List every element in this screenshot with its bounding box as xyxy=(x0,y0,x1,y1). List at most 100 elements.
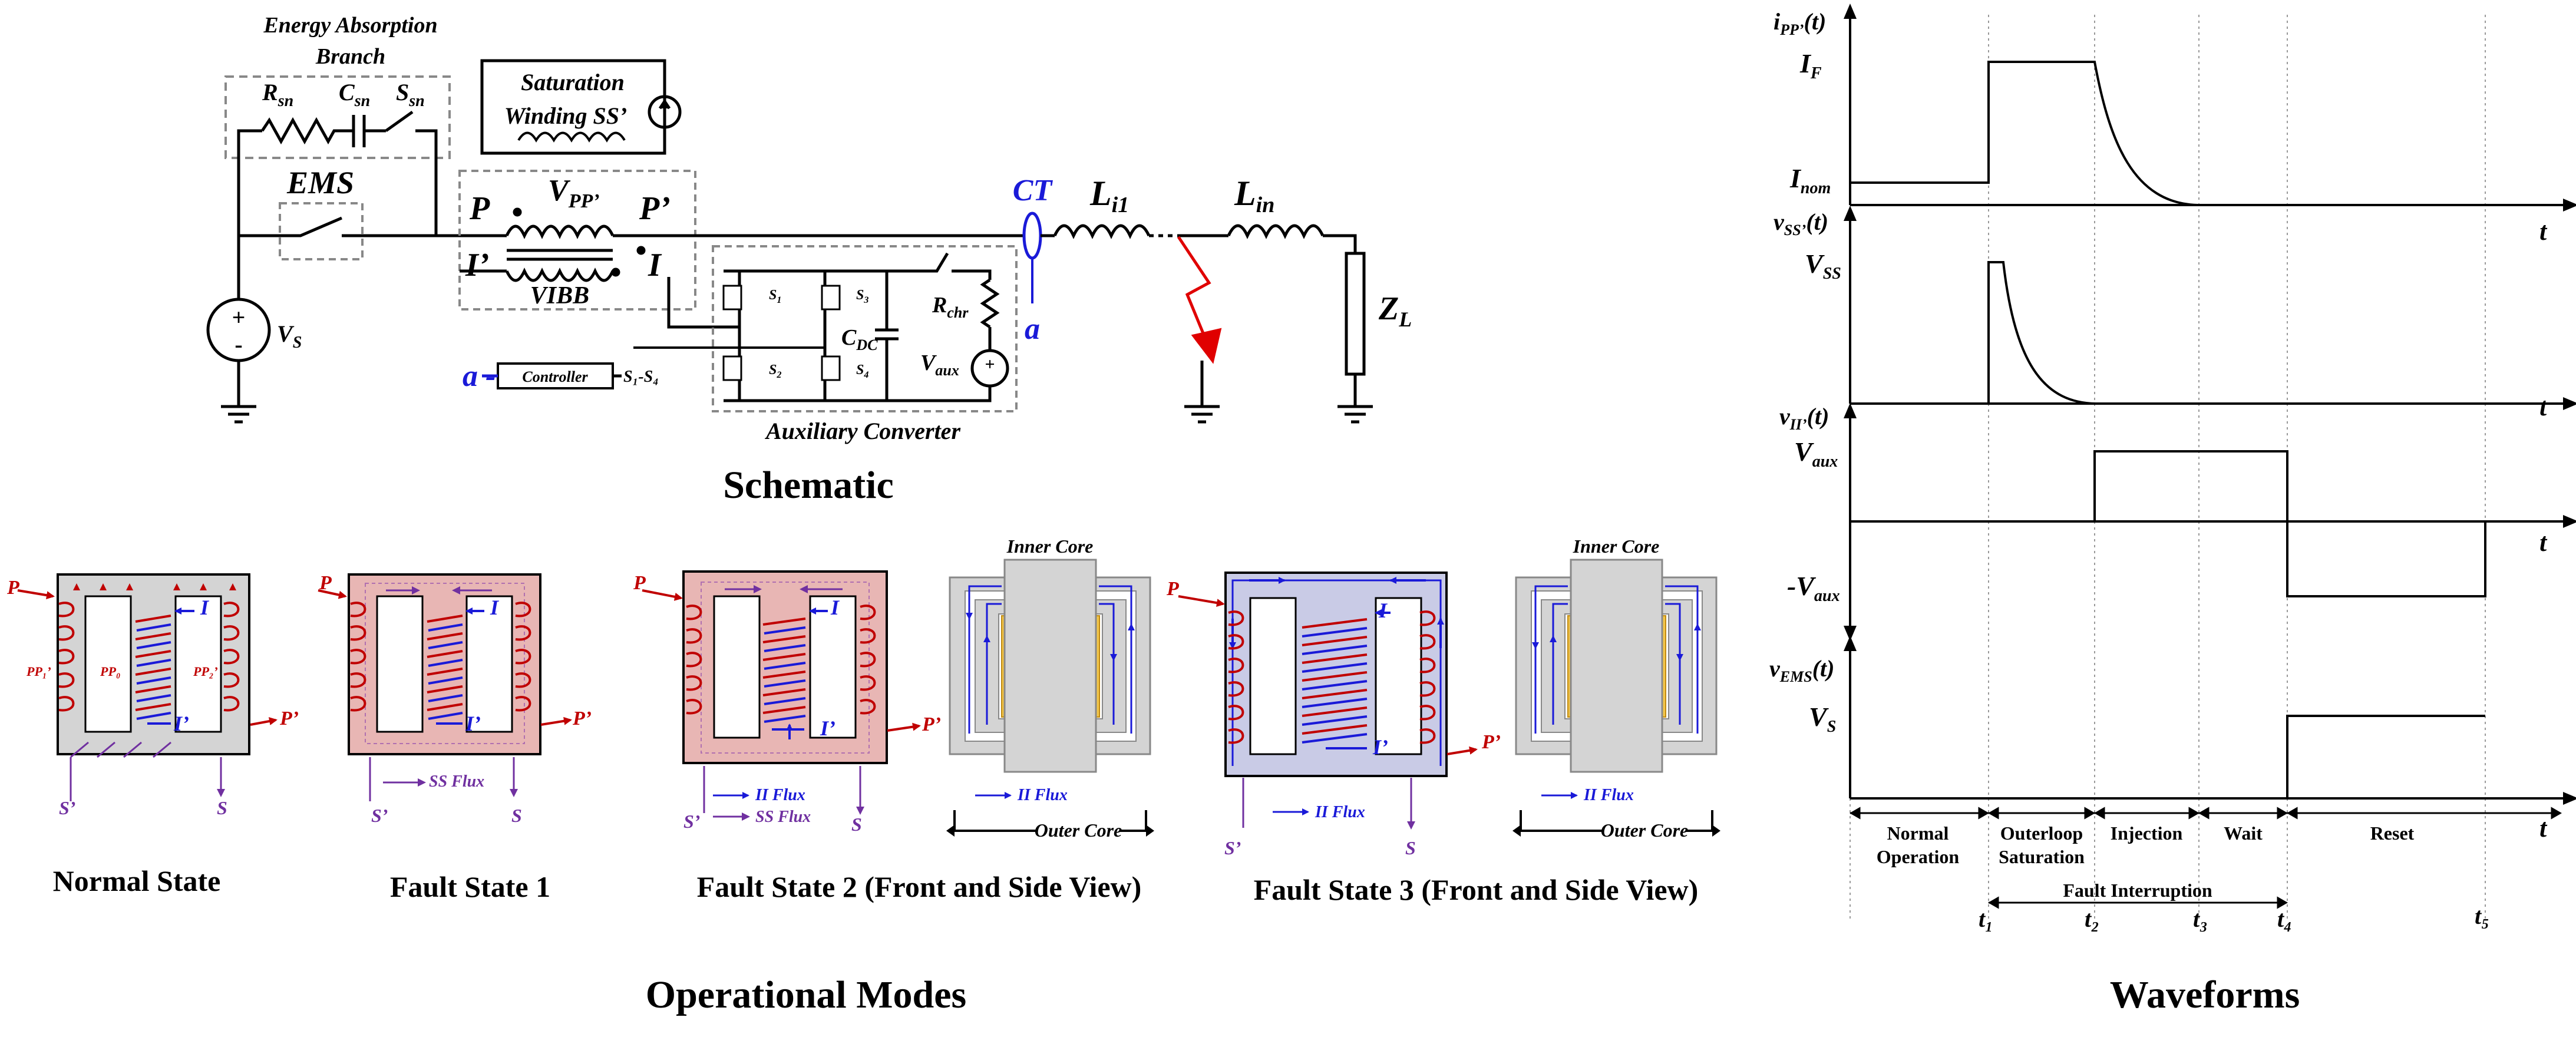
t-axis-2: t xyxy=(2539,392,2548,421)
label-s4: S4 xyxy=(856,362,868,380)
fs3-side-view: Inner Core II Flux Outer Core xyxy=(1512,536,1720,841)
trace-vii xyxy=(1850,450,2486,597)
label-ct: CT xyxy=(1013,174,1053,207)
normal-p: P xyxy=(6,577,19,599)
ground-symbol xyxy=(1184,405,1220,424)
time-t4: t₄ xyxy=(2277,906,2292,932)
label-ssn: Ssn xyxy=(396,79,425,110)
interval-wait: Wait xyxy=(2224,823,2263,844)
fs2-side-view: Inner Core II Flux Outer Core xyxy=(946,536,1154,841)
vs-minus: - xyxy=(235,331,242,358)
interval-injection: Injection xyxy=(2111,823,2183,844)
energy-branch-box xyxy=(224,75,451,159)
fs2-s: S xyxy=(851,814,862,835)
t-axis-3: t xyxy=(2539,528,2548,557)
label-s3: S3 xyxy=(856,288,868,305)
label-p: P xyxy=(469,190,490,227)
trace-vems xyxy=(1850,715,2485,800)
ems-box xyxy=(279,202,364,260)
vibb-box xyxy=(458,170,696,311)
schematic xyxy=(206,59,1373,424)
energy-branch-title-1: Energy Absorption xyxy=(263,13,437,38)
label-vibb: VIBB xyxy=(530,282,589,309)
mode-fault-state-2: P P’ I I’ S’ S II Flux SS Flux xyxy=(633,536,1154,841)
fs2-inner-core: Inner Core xyxy=(1006,536,1094,557)
mode-fault-state-3: P P’ I I’ S’ S II Flux xyxy=(1166,536,1720,858)
winding-pp xyxy=(505,224,615,239)
label-cdc: CDC xyxy=(841,325,878,354)
interval-labels: Normal Operation Outerloop Saturation In… xyxy=(1877,823,2415,1016)
label-if: IF xyxy=(1799,48,1822,82)
label-rchr: Rchr xyxy=(932,293,969,321)
label-zl: ZL xyxy=(1378,290,1412,331)
ground-symbol xyxy=(221,405,256,424)
t-axis-1: t xyxy=(2539,217,2548,246)
interval-outerloop-2: Saturation xyxy=(1999,846,2085,867)
label-neg-vaux-level: -Vaux xyxy=(1787,571,1840,605)
time-t2: t₂ xyxy=(2085,906,2099,932)
fs1-i-prime: I’ xyxy=(465,712,481,735)
fs2-p-prime: P’ xyxy=(922,714,941,735)
label-li1: Li1 xyxy=(1089,174,1129,217)
current-transformer-ct xyxy=(1022,212,1042,260)
inductor-li1 xyxy=(1053,224,1151,239)
label-csn: Csn xyxy=(339,79,370,110)
fs3-inner-core: Inner Core xyxy=(1573,536,1660,557)
waveforms-caption: Waveforms xyxy=(2110,973,2300,1016)
label-vss-level: VSS xyxy=(1805,249,1841,283)
fs1-s: S xyxy=(511,805,522,826)
vs-plus: + xyxy=(232,304,246,331)
ground-symbol xyxy=(1337,405,1373,424)
time-t1: t₁ xyxy=(1979,906,1993,932)
normal-s-prime: S’ xyxy=(59,797,75,818)
label-inom: Inom xyxy=(1789,163,1831,197)
normal-s: S xyxy=(217,797,227,818)
fault-interruption-label: Fault Interruption xyxy=(2063,880,2212,901)
label-vaux-level: Vaux xyxy=(1794,437,1838,471)
label-p-prime: P’ xyxy=(639,190,671,227)
fs3-s-prime: S’ xyxy=(1224,837,1241,858)
label-aux-converter: Auxiliary Converter xyxy=(764,418,960,444)
fs1-p-prime: P’ xyxy=(572,708,592,729)
time-t5: t₅ xyxy=(2475,903,2489,929)
fs3-i: I xyxy=(1378,599,1388,622)
normal-p-prime: P’ xyxy=(279,708,299,729)
caption-normal: Normal State xyxy=(53,864,221,897)
ems-switch xyxy=(289,216,342,237)
interval-reset: Reset xyxy=(2370,823,2415,844)
label-controller-out: S₁-S₄ xyxy=(623,368,659,386)
resistor-rchr xyxy=(980,278,1000,329)
label-a: a xyxy=(1025,312,1040,346)
label-vpp: VPP’ xyxy=(548,174,600,212)
waveforms xyxy=(1844,4,2576,919)
label-vs-level: VS xyxy=(1809,702,1836,736)
normal-pp1: PP₁’ xyxy=(26,664,51,679)
waveform-labels: iPP’(t) IF Inom vSS’(t) VSS vII’(t) Vaux… xyxy=(1769,8,2548,932)
normal-pp0: PP₀ xyxy=(100,664,121,679)
label-vii: vII’(t) xyxy=(1779,403,1829,433)
caption-fault2: Fault State 2 (Front and Side View) xyxy=(697,870,1142,903)
label-controller: Controller xyxy=(522,368,588,385)
energy-branch-title-2: Branch xyxy=(315,44,385,69)
fs3-s: S xyxy=(1405,837,1416,858)
switch-s1 xyxy=(722,285,742,311)
t-axis-4: t xyxy=(2539,814,2548,843)
time-t3: t₃ xyxy=(2193,906,2208,932)
fs1-i: I xyxy=(490,596,500,619)
fs3-side-ii-flux: II Flux xyxy=(1583,786,1634,804)
fs2-side-ii-flux: II Flux xyxy=(1017,786,1068,804)
source-signs: + - + xyxy=(232,304,995,374)
fs1-ss-flux: SS Flux xyxy=(429,772,484,791)
fs1-p: P xyxy=(319,572,332,594)
mode-captions: Normal State Fault State 1 Fault State 2… xyxy=(53,864,1699,1016)
mode-normal-state: P P’ I I’ S’ S PP₁’ PP₀ PP₂’ xyxy=(6,573,299,818)
normal-i: I xyxy=(200,596,210,619)
fs2-i: I xyxy=(830,596,840,619)
schematic-caption: Schematic xyxy=(723,464,894,507)
fs2-ii-flux: II Flux xyxy=(755,786,805,804)
fs2-ss-flux: SS Flux xyxy=(755,808,811,826)
fs3-p: P xyxy=(1166,578,1179,600)
fs2-s-prime: S’ xyxy=(683,811,700,832)
fs3-i-prime: I’ xyxy=(1372,735,1388,759)
